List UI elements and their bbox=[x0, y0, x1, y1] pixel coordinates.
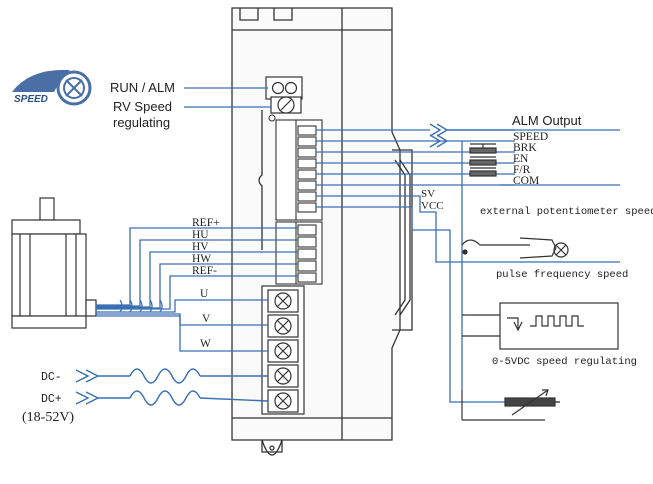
label-phase-u: U bbox=[200, 288, 209, 300]
screw-terminal-v bbox=[267, 314, 299, 338]
pulse-freq-label: pulse frequency speed bbox=[496, 269, 628, 281]
dc-plus-label: DC+ bbox=[41, 393, 62, 406]
label-hw: HW bbox=[192, 253, 211, 265]
external-pot-label: external potentiometer speed bbox=[480, 206, 653, 218]
control-terminal-block bbox=[275, 119, 323, 221]
label-en: EN bbox=[513, 153, 529, 165]
analog-speed-label: 0-5VDC speed regulating bbox=[492, 356, 637, 368]
screw-terminal-w bbox=[267, 339, 299, 363]
pulse-generator-icon bbox=[462, 302, 619, 350]
hall-signal-labels: REF+ HU HV HW REF- bbox=[192, 217, 220, 277]
label-speed: SPEED bbox=[513, 131, 548, 143]
alm-output-arrows bbox=[429, 123, 515, 148]
rv-regulating-label: regulating bbox=[113, 115, 170, 130]
fr-switch-icon bbox=[469, 167, 497, 177]
label-hu: HU bbox=[192, 229, 209, 241]
speed-potentiometer[interactable] bbox=[268, 96, 302, 122]
label-ref-plus: REF+ bbox=[192, 217, 220, 229]
label-vcc: VCC bbox=[421, 200, 444, 212]
run-alm-label: RUN / ALM bbox=[110, 80, 175, 95]
label-phase-w: W bbox=[200, 338, 211, 350]
screw-terminal-dc-minus bbox=[267, 364, 299, 388]
run-led-icon bbox=[271, 81, 285, 95]
hall-terminal-block bbox=[275, 221, 323, 285]
speed-logo-icon: SPEED bbox=[12, 69, 92, 106]
label-ref-minus: REF- bbox=[192, 265, 217, 277]
phase-labels: U V W bbox=[200, 288, 211, 350]
speed-logo-text: SPEED bbox=[14, 94, 48, 105]
power-terminal-block bbox=[261, 285, 305, 415]
alm-led-icon bbox=[284, 81, 298, 95]
voltage-range-label: (18-52V) bbox=[22, 410, 74, 425]
motor-cables bbox=[96, 227, 298, 352]
power-input-wires bbox=[75, 368, 269, 406]
label-fr: F/R bbox=[513, 164, 531, 176]
en-switch-icon bbox=[469, 156, 497, 166]
status-led-panel bbox=[265, 76, 303, 100]
label-phase-v: V bbox=[202, 313, 211, 325]
label-brk: BRK bbox=[513, 142, 537, 154]
alm-output-label: ALM Output bbox=[512, 113, 582, 128]
screw-terminal-dc-plus bbox=[267, 389, 299, 413]
com-line bbox=[500, 129, 620, 186]
label-com: COM bbox=[513, 175, 539, 187]
bldc-motor-icon bbox=[11, 197, 97, 329]
control-signal-labels: SPEED BRK EN F/R COM SV VCC bbox=[421, 131, 548, 212]
variable-resistor-icon bbox=[461, 389, 560, 421]
external-pot-icon bbox=[461, 237, 569, 259]
brk-switch-icon bbox=[469, 143, 497, 154]
label-sv: SV bbox=[421, 188, 435, 200]
label-hv: HV bbox=[192, 241, 209, 253]
control-switches bbox=[469, 143, 497, 177]
rv-speed-label: RV Speed bbox=[113, 99, 172, 114]
dc-minus-label: DC- bbox=[41, 371, 62, 384]
screw-terminal-u bbox=[267, 289, 299, 313]
